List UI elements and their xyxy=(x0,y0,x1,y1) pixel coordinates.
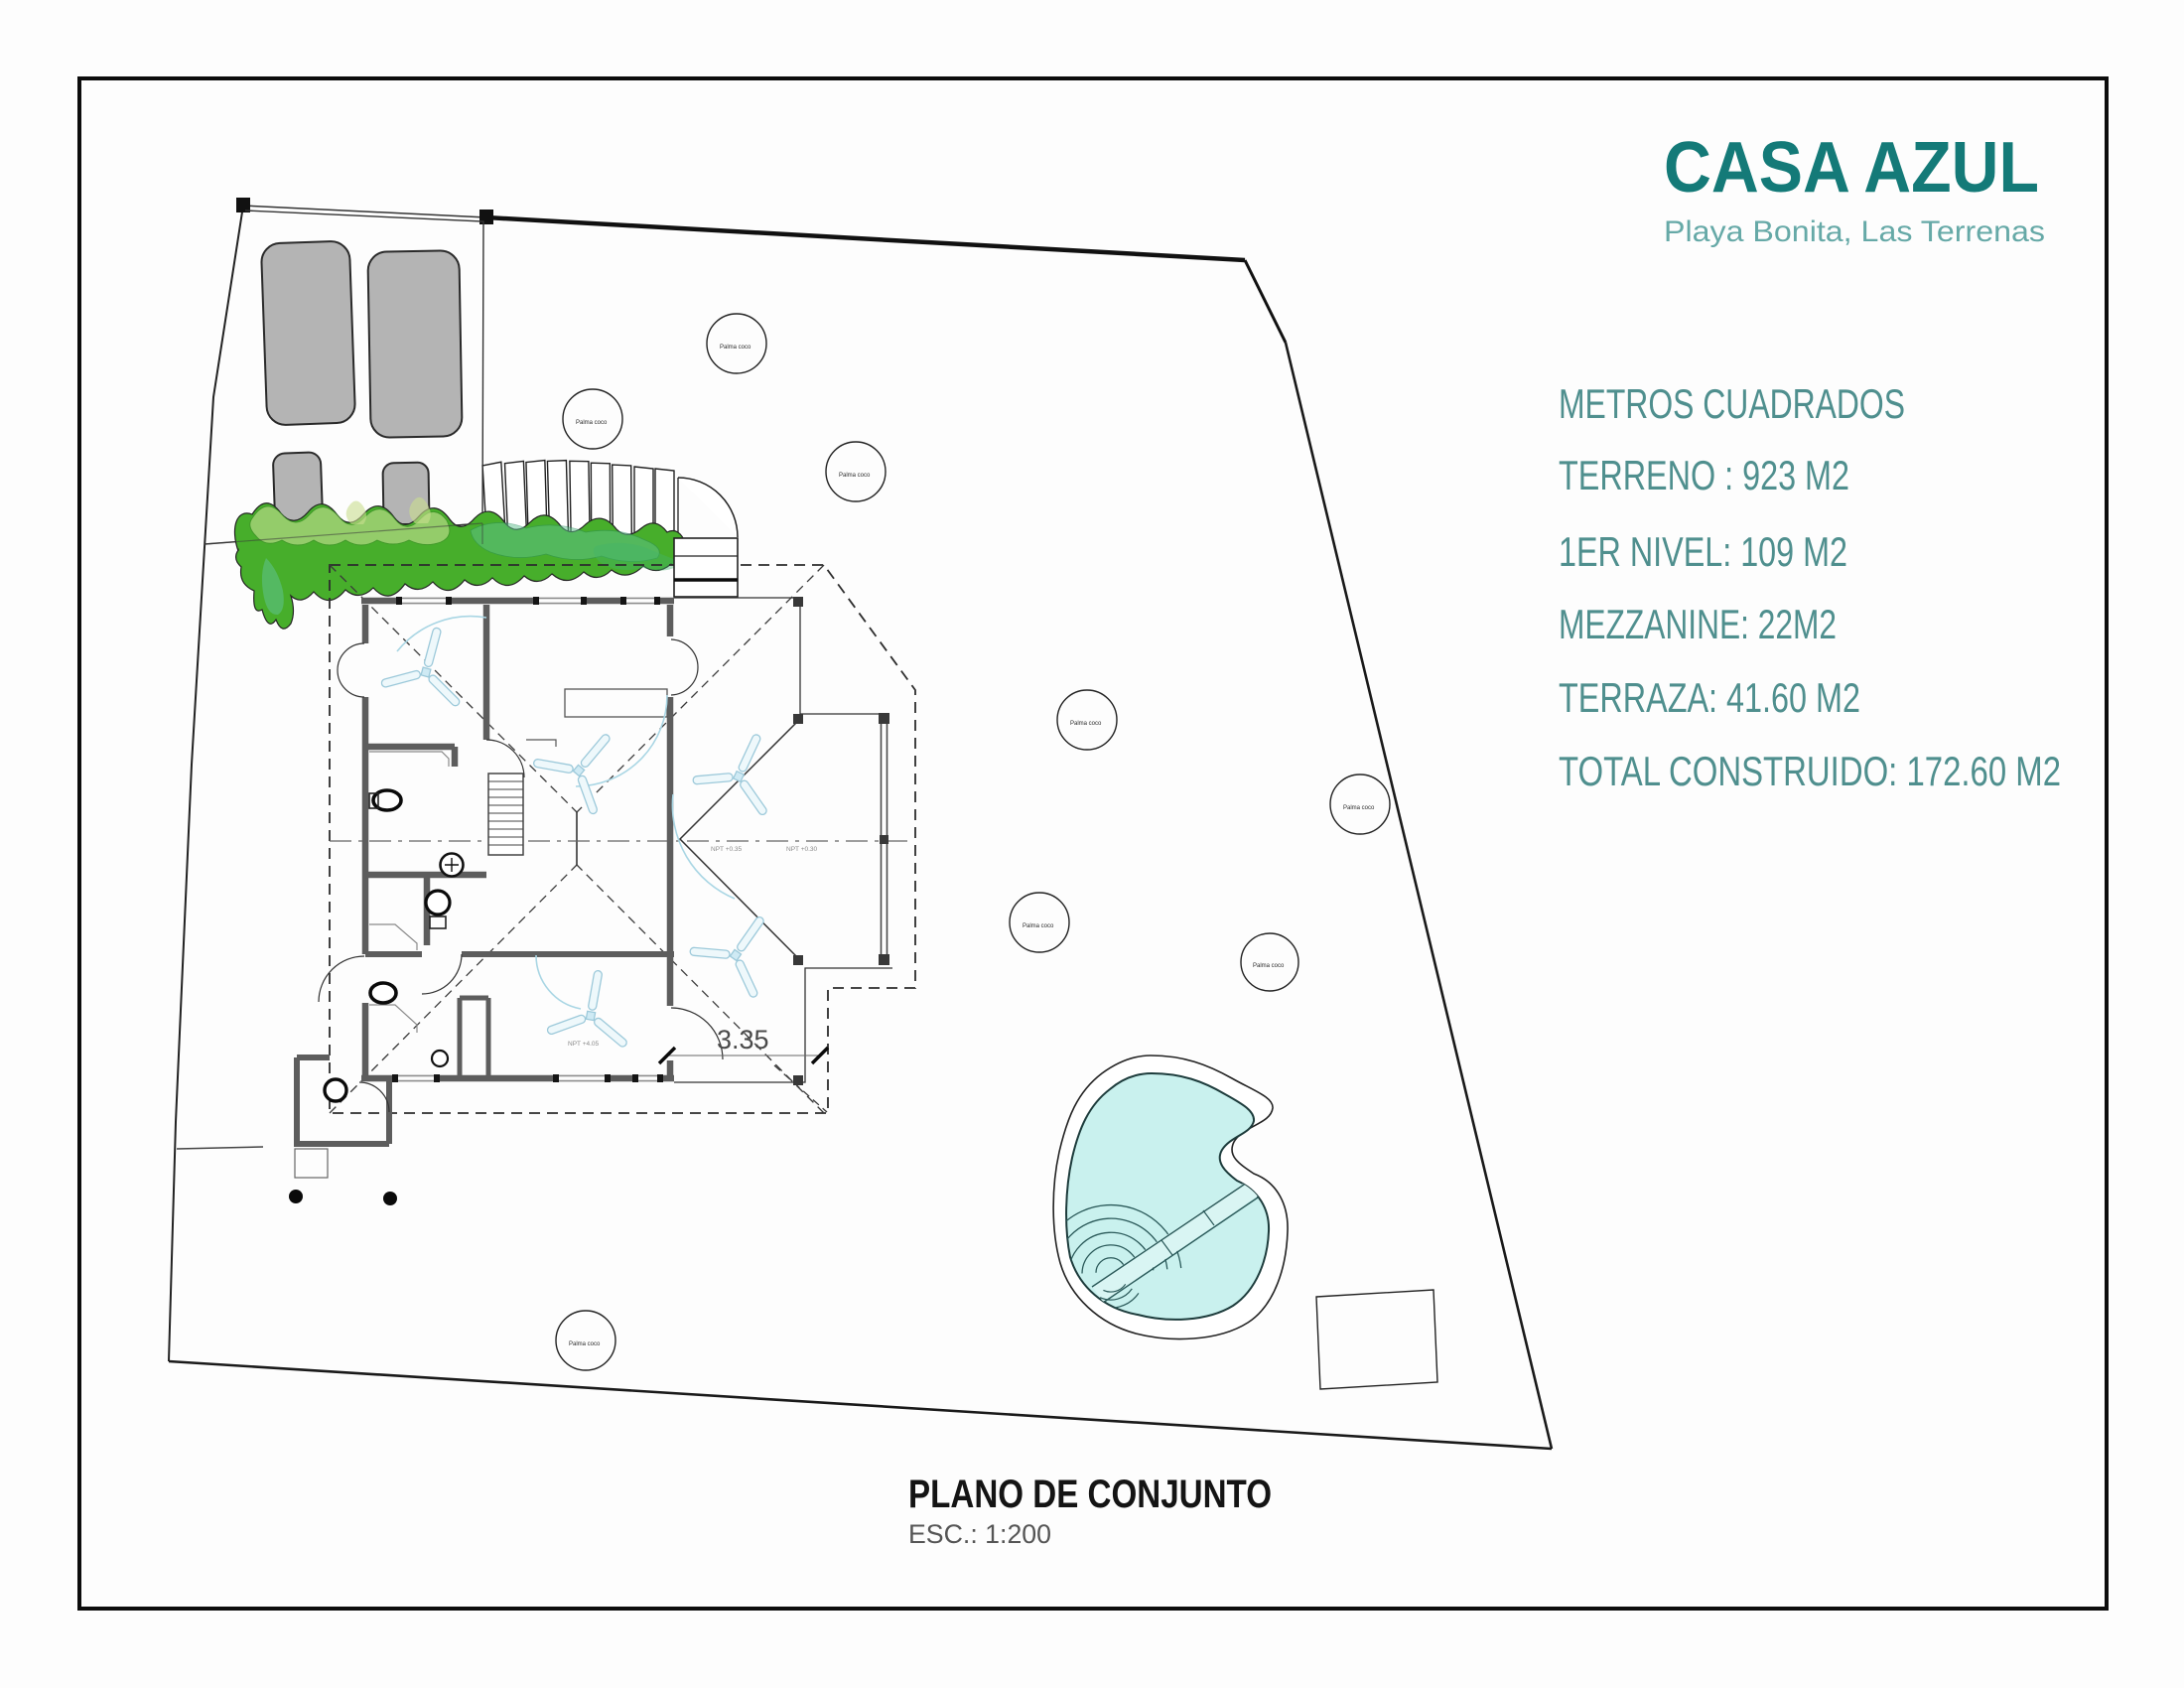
svg-text:Palma coco: Palma coco xyxy=(576,420,608,426)
svg-text:NPT +4.05: NPT +4.05 xyxy=(568,1041,600,1048)
svg-text:ESC.: 1:200: ESC.: 1:200 xyxy=(908,1519,1051,1549)
svg-text:NPT +0.30: NPT +0.30 xyxy=(786,846,818,853)
svg-text:Palma coco: Palma coco xyxy=(720,345,751,351)
svg-text:Playa Bonita, Las Terrenas: Playa Bonita, Las Terrenas xyxy=(1664,215,2045,248)
svg-text:Palma coco: Palma coco xyxy=(839,473,871,479)
svg-text:Palma coco: Palma coco xyxy=(569,1341,601,1347)
svg-text:Palma coco: Palma coco xyxy=(1070,721,1102,727)
svg-text:NPT +0.35: NPT +0.35 xyxy=(711,846,743,853)
svg-text:1ER NIVEL: 109 M2: 1ER NIVEL: 109 M2 xyxy=(1559,528,1847,575)
svg-text:MEZZANINE: 22M2: MEZZANINE: 22M2 xyxy=(1559,601,1837,647)
svg-text:TOTAL CONSTRUIDO: 172.60 M2: TOTAL CONSTRUIDO: 172.60 M2 xyxy=(1559,748,2061,794)
svg-text:METROS CUADRADOS: METROS CUADRADOS xyxy=(1559,380,1905,427)
svg-text:Palma coco: Palma coco xyxy=(1253,963,1285,969)
svg-text:Palma coco: Palma coco xyxy=(1343,805,1375,811)
svg-text:3.35: 3.35 xyxy=(717,1025,769,1055)
svg-text:PLANO DE CONJUNTO: PLANO DE CONJUNTO xyxy=(908,1473,1272,1516)
svg-text:CASA AZUL: CASA AZUL xyxy=(1664,128,2039,208)
svg-text:TERRAZA: 41.60 M2: TERRAZA: 41.60 M2 xyxy=(1559,674,1860,721)
svg-text:Palma coco: Palma coco xyxy=(1023,923,1054,929)
svg-text:TERRENO : 923 M2: TERRENO : 923 M2 xyxy=(1559,452,1849,498)
